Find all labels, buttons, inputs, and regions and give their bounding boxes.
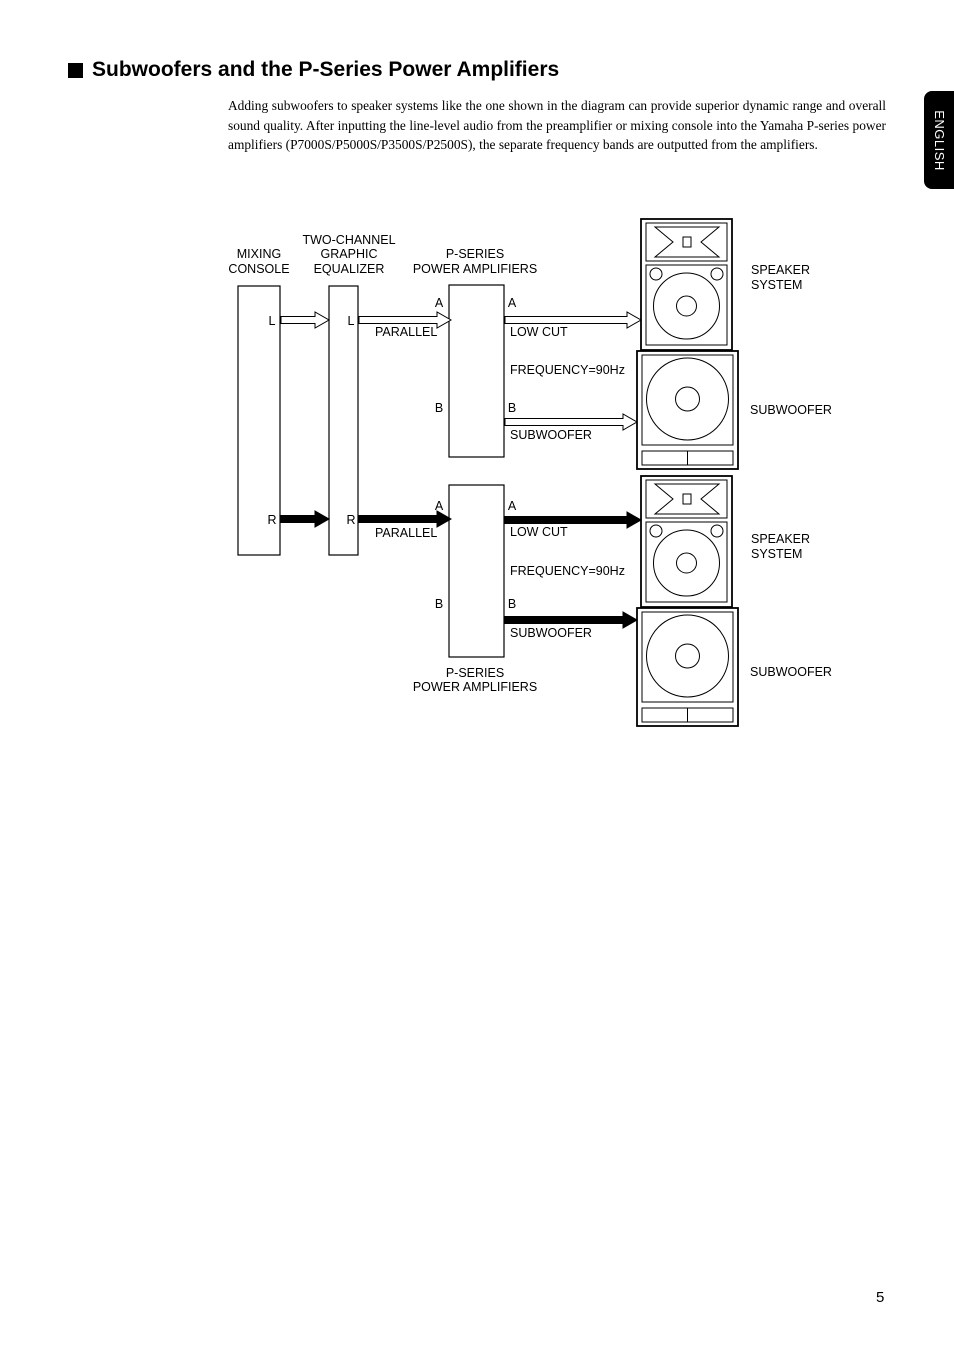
subwoofer-bottom-label: SUBWOOFER — [750, 665, 832, 679]
amplifiers-bottom-label-2: POWER AMPLIFIERS — [413, 680, 537, 694]
amp-bottom-input-a: A — [435, 499, 444, 513]
arrow-amp-to-subwoofer-left — [504, 413, 639, 431]
amplifiers-bottom-label-1: P-SERIES — [446, 666, 504, 680]
subwoofer-top-label: SUBWOOFER — [750, 403, 832, 417]
frequency-label-bottom: FREQUENCY=90Hz — [510, 564, 625, 578]
mixing-console-box — [237, 285, 281, 556]
speaker-system-bottom-label-1: SPEAKER — [751, 532, 810, 546]
amplifiers-top-label-2: POWER AMPLIFIERS — [413, 262, 537, 276]
amp-top-output-b: B — [508, 401, 516, 415]
square-bullet-icon — [68, 62, 83, 78]
subwoofer-out-label-top: SUBWOOFER — [510, 428, 592, 442]
mixing-console-label-2: CONSOLE — [228, 262, 289, 276]
arrow-console-to-eq-right — [280, 510, 331, 528]
amp-bottom-output-b: B — [508, 597, 516, 611]
arrow-amp-to-speaker-left — [504, 311, 643, 329]
frequency-label-top: FREQUENCY=90Hz — [510, 363, 625, 377]
arrow-eq-to-amp-left — [358, 311, 453, 329]
amp-top-input-a: A — [435, 296, 444, 310]
console-channel-l: L — [269, 314, 276, 328]
equalizer-box — [328, 285, 359, 556]
amplifier-box-top — [448, 284, 505, 458]
connection-diagram: MIXING CONSOLE TWO-CHANNEL GRAPHIC EQUAL… — [228, 218, 832, 727]
page-number: 5 — [876, 1289, 885, 1306]
intro-paragraph: Adding subwoofers to speaker systems lik… — [228, 98, 886, 152]
speaker-system-bottom-icon — [640, 475, 733, 608]
low-cut-label-bottom: LOW CUT — [510, 525, 568, 539]
console-channel-r: R — [267, 513, 276, 527]
amp-bottom-output-a: A — [508, 499, 517, 513]
amp-bottom-input-b: B — [435, 597, 443, 611]
subwoofer-top-icon — [636, 350, 739, 470]
amp-top-output-a: A — [508, 296, 517, 310]
speaker-system-top-icon — [640, 218, 733, 351]
language-tab: ENGLISH — [924, 91, 954, 189]
speaker-system-top-label-1: SPEAKER — [751, 263, 810, 277]
eq-channel-r: R — [346, 513, 355, 527]
arrow-eq-to-amp-right — [358, 510, 453, 528]
speaker-system-bottom-label-2: SYSTEM — [751, 547, 802, 561]
subwoofer-out-label-bottom: SUBWOOFER — [510, 626, 592, 640]
parallel-label-bottom: PARALLEL — [375, 526, 437, 540]
speaker-system-top-label-2: SYSTEM — [751, 278, 802, 292]
section-title: Subwoofers and the P-Series Power Amplif… — [68, 58, 559, 82]
mixing-console-label-1: MIXING — [237, 247, 281, 261]
equalizer-label-3: EQUALIZER — [314, 262, 385, 276]
arrow-amp-to-speaker-right — [504, 511, 643, 529]
arrow-amp-to-subwoofer-right — [504, 611, 639, 629]
equalizer-label-2: GRAPHIC — [321, 247, 378, 261]
section-title-text: Subwoofers and the P-Series Power Amplif… — [92, 58, 560, 81]
eq-channel-l: L — [348, 314, 355, 328]
equalizer-label-1: TWO-CHANNEL — [302, 233, 395, 247]
subwoofer-bottom-icon — [636, 607, 739, 727]
amplifier-box-bottom — [448, 484, 505, 658]
amp-top-input-b: B — [435, 401, 443, 415]
arrow-console-to-eq-left — [280, 311, 331, 329]
low-cut-label-top: LOW CUT — [510, 325, 568, 339]
parallel-label-top: PARALLEL — [375, 325, 437, 339]
amplifiers-top-label-1: P-SERIES — [446, 247, 504, 261]
